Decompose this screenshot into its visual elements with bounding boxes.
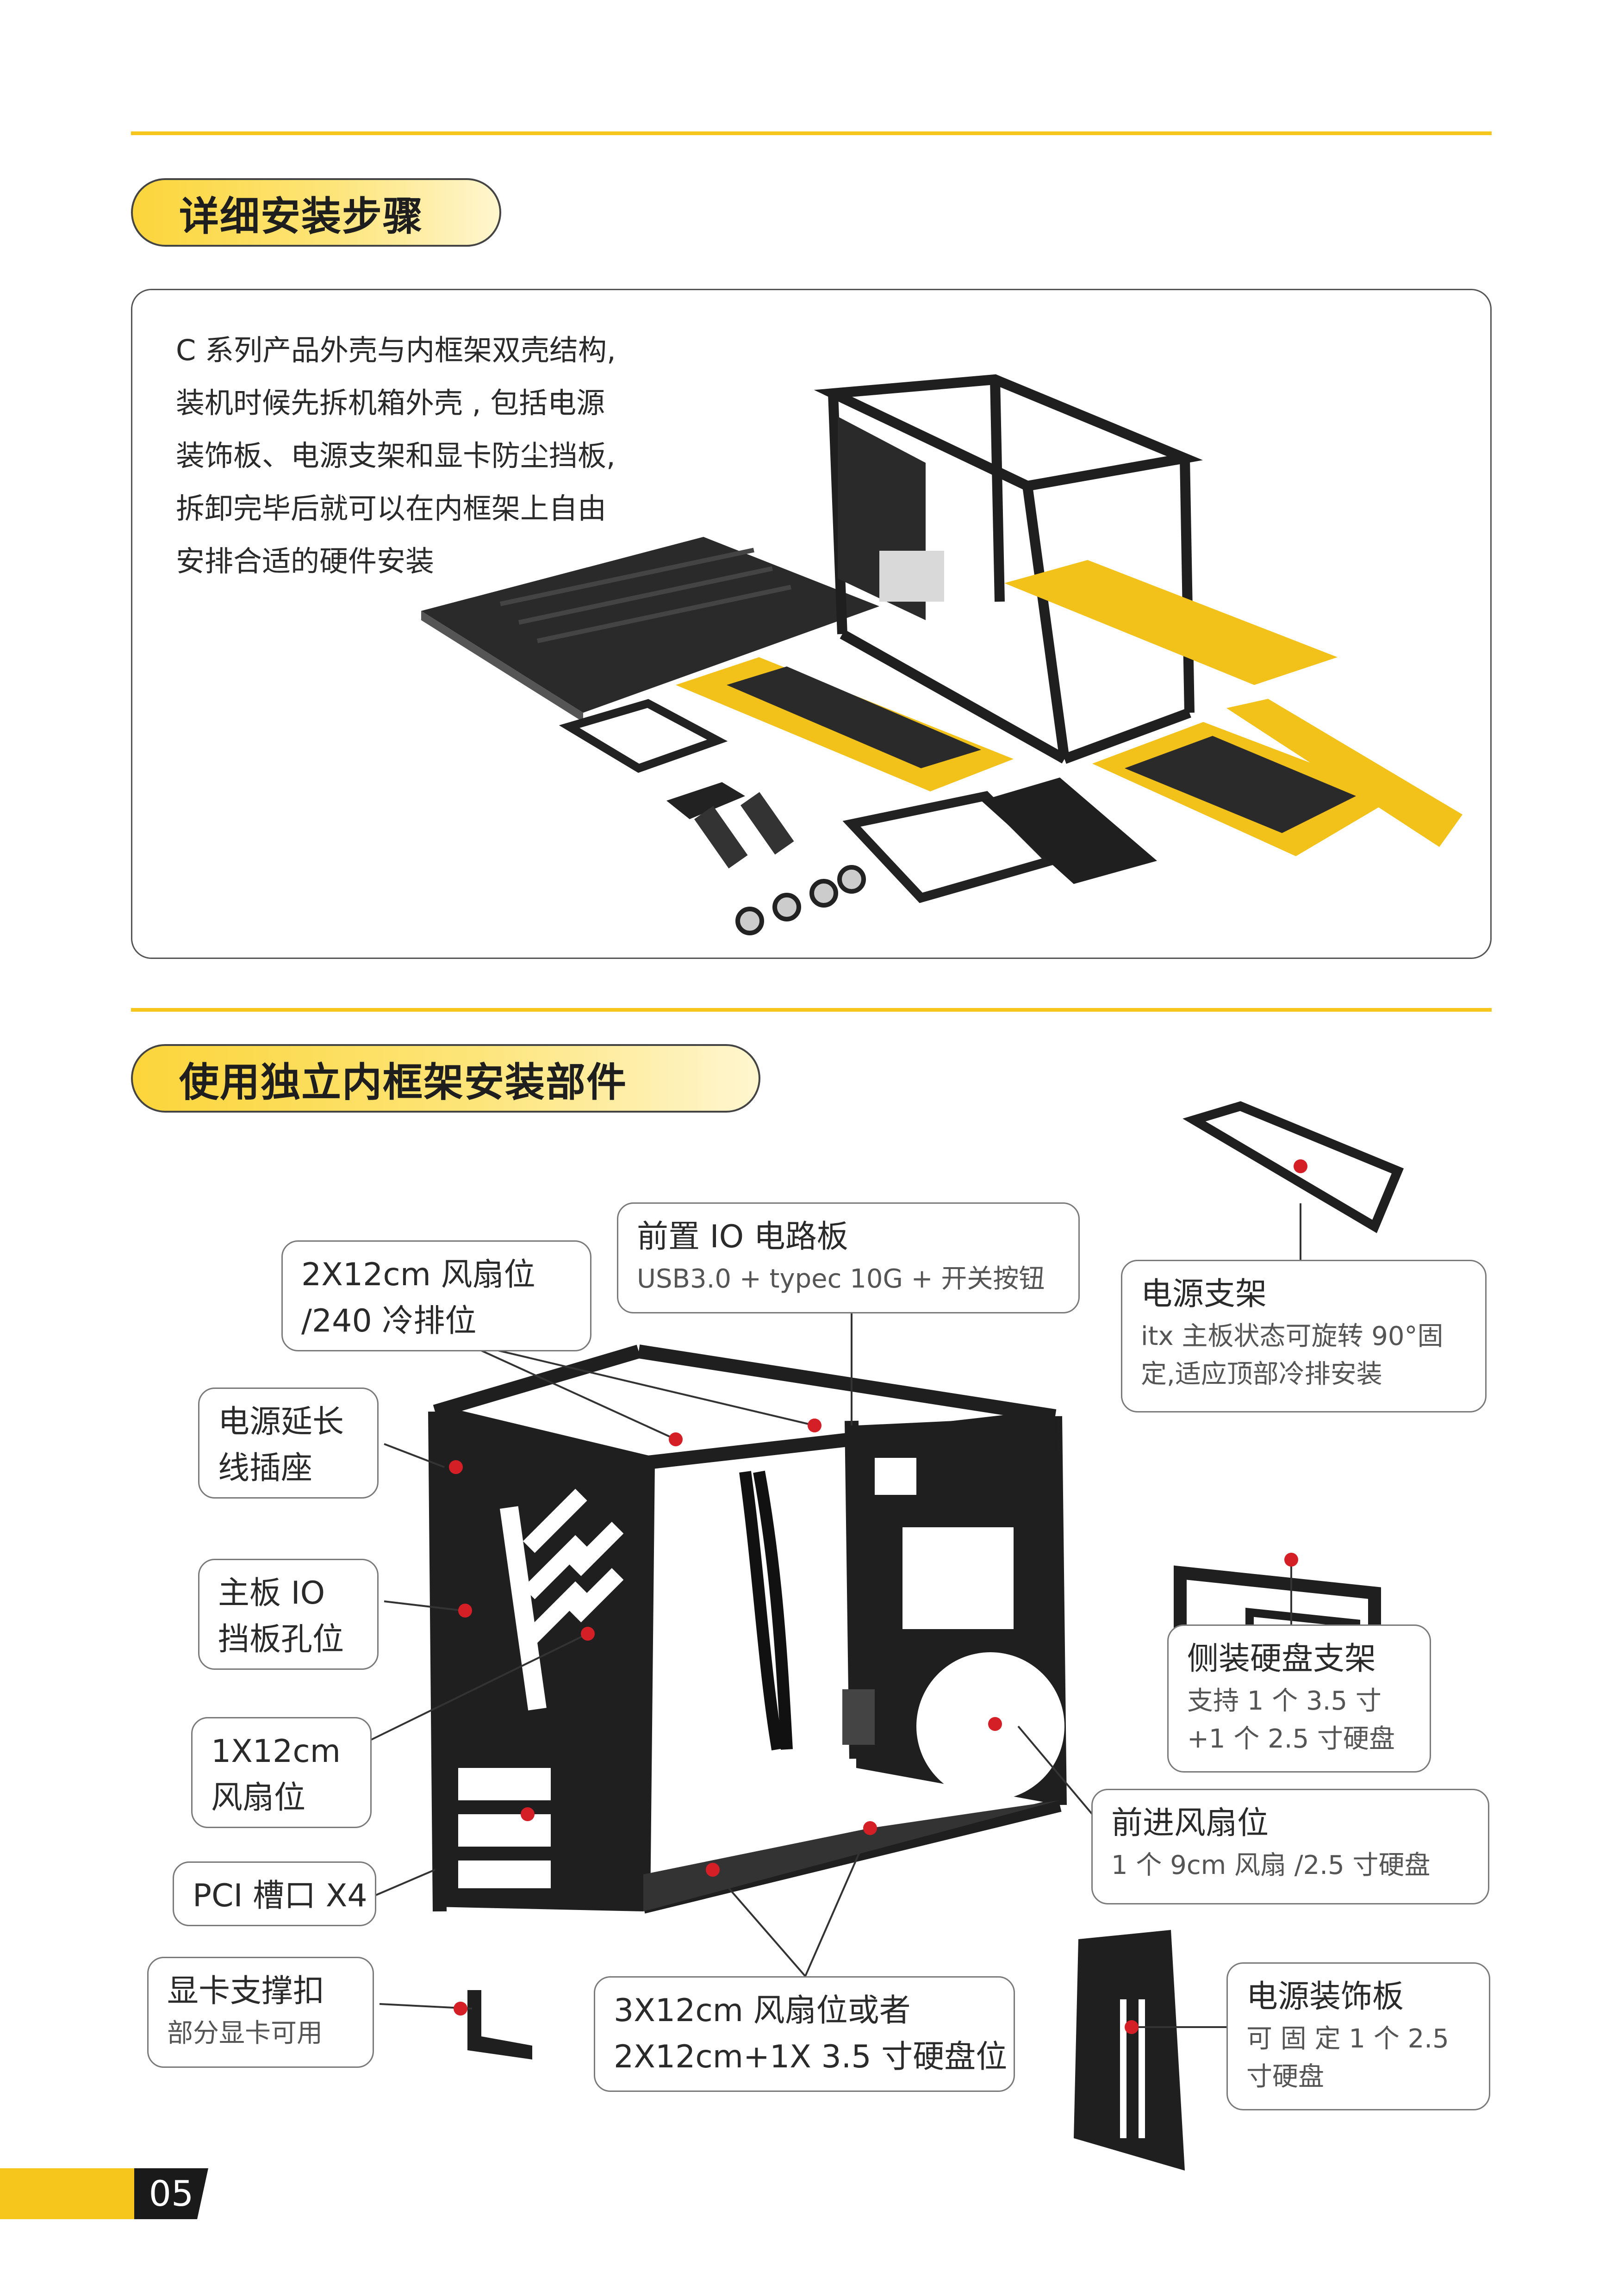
intro-line: 安排合适的硬件安装 xyxy=(176,544,435,578)
marker-dot xyxy=(458,1604,472,1618)
intro-line: 拆卸完毕后就可以在内框架上自由 xyxy=(176,492,607,525)
intro-line: 装机时候先拆机箱外壳 , 包括电源 xyxy=(176,386,605,420)
marker-dot xyxy=(808,1419,821,1432)
callout-title: 2X12cm 风扇位 xyxy=(301,1257,535,1293)
marker-dot xyxy=(449,1460,463,1474)
psu-cover-illustration xyxy=(1074,1930,1185,2171)
callout-subtitle: USB3.0 + typec 10G + 开关按钮 xyxy=(637,1264,1045,1294)
marker-dot xyxy=(669,1432,683,1446)
callout-subtitle: 部分显卡可用 xyxy=(167,2018,323,2048)
callout-front-io: 前置 IO 电路板 USB3.0 + typec 10G + 开关按钮 xyxy=(617,1202,1080,1313)
callout-title-2: 2X12cm+1X 3.5 寸硬盘位 xyxy=(614,2039,1008,2075)
callout-fan-240: 2X12cm 风扇位 /240 冷排位 xyxy=(281,1240,591,1351)
section-title-text: 详细安装步骤 xyxy=(179,193,423,240)
callout-psu-socket: 电源延长 线插座 xyxy=(198,1388,379,1499)
exploded-case-illustration xyxy=(421,374,1462,935)
callout-gpu-support: 显卡支撑扣 部分显卡可用 xyxy=(147,1957,374,2068)
intro-panel xyxy=(131,289,1492,959)
marker-dot xyxy=(1284,1553,1298,1567)
marker-dot xyxy=(454,2002,467,2016)
callout-title: 主板 IO xyxy=(218,1575,325,1612)
callout-fan-1x12: 1X12cm 风扇位 xyxy=(191,1717,372,1828)
middle-divider xyxy=(131,1008,1492,1012)
callout-mb-io: 主板 IO 挡板孔位 xyxy=(198,1559,379,1670)
marker-dot xyxy=(706,1863,720,1877)
psu-bracket-illustration xyxy=(1182,1101,1404,1233)
callout-title: 电源支架 xyxy=(1141,1276,1267,1313)
callout-title: 电源装饰板 xyxy=(1246,1979,1404,2015)
intro-line: 装饰板、电源支架和显卡防尘挡板, xyxy=(176,439,616,473)
callout-title: 电源延长 xyxy=(218,1404,344,1440)
callout-subtitle: 支持 1 个 3.5 寸 xyxy=(1187,1686,1382,1716)
callout-title: 显卡支撑扣 xyxy=(167,1973,325,2010)
gpu-support-illustration xyxy=(467,1990,532,2060)
section-title-inner-frame: 使用独立内框架安装部件 xyxy=(131,1044,760,1113)
intro-line: C 系列产品外壳与内框架双壳结构, xyxy=(176,333,616,367)
callout-subtitle: itx 主板状态可旋转 90°固定,适应顶部冷排安装 xyxy=(1141,1321,1444,1389)
callout-title-2: /240 冷排位 xyxy=(301,1303,477,1339)
marker-dot xyxy=(988,1717,1002,1731)
callout-title: 侧装硬盘支架 xyxy=(1187,1641,1376,1677)
section-title-detailed-steps: 详细安装步骤 xyxy=(131,178,501,247)
callout-title-2: 挡板孔位 xyxy=(218,1621,344,1658)
callout-pci: PCI 槽口 X4 xyxy=(173,1861,376,1926)
callout-subtitle-2: +1 个 2.5 寸硬盘 xyxy=(1187,1724,1395,1754)
callout-subtitle-2: 寸硬盘 xyxy=(1246,2062,1324,2092)
page-number: 05 xyxy=(134,2168,208,2219)
top-divider xyxy=(131,131,1492,135)
leader-lines xyxy=(370,1203,1301,2028)
callout-title-2: 线插座 xyxy=(218,1450,313,1487)
callout-title: 前进风扇位 xyxy=(1111,1805,1269,1842)
marker-dot xyxy=(1125,2020,1139,2034)
callout-psu-cover: 电源装饰板 可 固 定 1 个 2.5 寸硬盘 xyxy=(1226,1962,1490,2110)
intro-text: C 系列产品外壳与内框架双壳结构, 装机时候先拆机箱外壳 , 包括电源 装饰板、… xyxy=(176,324,685,588)
callout-subtitle: 1 个 9cm 风扇 /2.5 寸硬盘 xyxy=(1111,1850,1431,1880)
marker-dot xyxy=(521,1807,535,1821)
callout-title: PCI 槽口 X4 xyxy=(193,1878,367,1914)
page-number-bar xyxy=(0,2168,134,2219)
callout-psu-bracket: 电源支架 itx 主板状态可旋转 90°固定,适应顶部冷排安装 xyxy=(1121,1260,1487,1412)
marker-dot xyxy=(1294,1159,1307,1173)
marker-dot xyxy=(581,1627,595,1641)
callout-title-2: 风扇位 xyxy=(211,1780,306,1816)
callout-title: 1X12cm xyxy=(211,1733,341,1770)
callout-front-fan: 前进风扇位 1 个 9cm 风扇 /2.5 寸硬盘 xyxy=(1091,1789,1489,1904)
callout-hdd-bracket: 侧装硬盘支架 支持 1 个 3.5 寸 +1 个 2.5 寸硬盘 xyxy=(1167,1624,1431,1773)
inner-frame-illustration xyxy=(428,1344,1067,1914)
section-title-text: 使用独立内框架安装部件 xyxy=(179,1059,627,1106)
callout-subtitle: 可 固 定 1 个 2.5 xyxy=(1246,2024,1449,2054)
marker-dot xyxy=(863,1821,877,1835)
callout-title: 前置 IO 电路板 xyxy=(637,1219,848,1255)
callout-title: 3X12cm 风扇位或者 xyxy=(614,1992,911,2029)
callout-bottom-fan: 3X12cm 风扇位或者 2X12cm+1X 3.5 寸硬盘位 xyxy=(594,1976,1015,2092)
